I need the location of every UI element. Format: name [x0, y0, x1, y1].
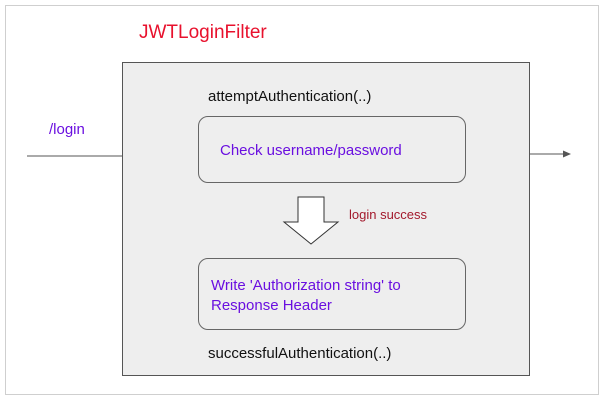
- attempt-authentication-label: attemptAuthentication(..): [208, 88, 372, 105]
- login-input-label: /login: [49, 121, 85, 138]
- down-arrow-icon: [282, 196, 340, 245]
- check-credentials-step: Check username/password: [198, 116, 466, 183]
- login-success-label: login success: [349, 207, 428, 222]
- successful-authentication-label: successfulAuthentication(..): [208, 345, 392, 362]
- write-header-text: Write 'Authorization string' to Response…: [211, 277, 401, 314]
- check-credentials-text: Check username/password: [220, 142, 402, 159]
- write-header-step: Write 'Authorization string' to Response…: [198, 258, 466, 330]
- output-arrow-head: [563, 150, 571, 158]
- diagram-title: JWTLoginFilter: [139, 22, 267, 43]
